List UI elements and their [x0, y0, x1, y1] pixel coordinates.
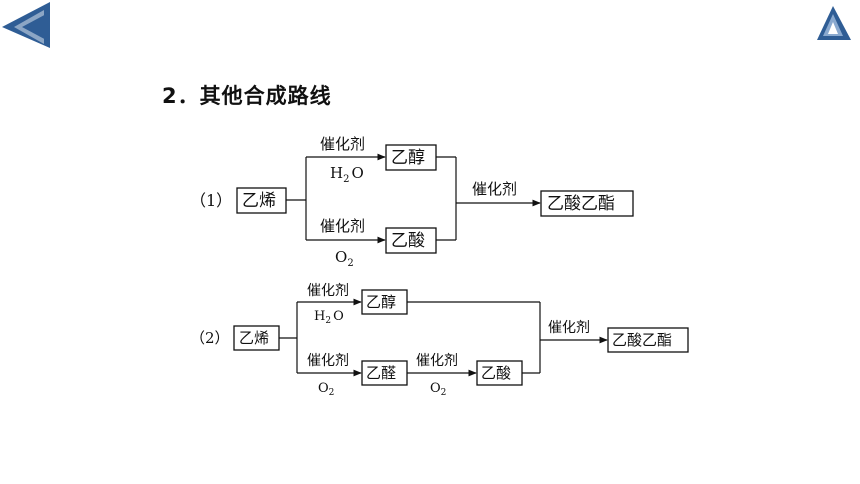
- route-2-lower-reagent-1: O2: [318, 381, 334, 398]
- route-1-merge-catalyst: 催化剂: [472, 180, 517, 198]
- route-1-label: （1）: [190, 191, 232, 210]
- route-2-upper-catalyst: 催化剂: [307, 283, 349, 299]
- route-2-final-product: 乙酸乙酯: [612, 331, 672, 349]
- route-1-final-box: [540, 190, 634, 217]
- section-number: 2．: [162, 84, 200, 108]
- route-2-lower-reagent-2: O2: [430, 381, 446, 398]
- route-1-start-label: 乙烯: [242, 191, 276, 211]
- route-1-lower-product: 乙酸: [391, 231, 425, 251]
- route-1-final-product: 乙酸乙酯: [547, 194, 615, 214]
- route-2-lower-catalyst-2: 催化剂: [416, 353, 458, 369]
- triangle-logo-icon: [817, 6, 851, 40]
- back-triangle-icon[interactable]: [2, 2, 50, 48]
- route-1-upper-product: 乙醇: [391, 148, 425, 168]
- route-2-label: （2）: [190, 329, 230, 347]
- section-title: 其他合成路线: [199, 84, 332, 108]
- route-2-start-label: 乙烯: [239, 329, 269, 347]
- route-2-lower-product: 乙酸: [481, 364, 511, 382]
- route-2-intermediate: 乙醛: [366, 364, 396, 382]
- route-1-lower-reagent: O2: [335, 248, 354, 269]
- route-1-lower-catalyst: 催化剂: [320, 217, 365, 235]
- route-2-upper-product: 乙醇: [366, 293, 396, 311]
- section-heading: 2．其他合成路线: [162, 80, 332, 110]
- route-2-lower-catalyst-1: 催化剂: [307, 353, 349, 369]
- route-1-upper-catalyst: 催化剂: [320, 135, 365, 153]
- route-2-final-box: [607, 327, 689, 353]
- route-2-merge-catalyst: 催化剂: [548, 320, 590, 336]
